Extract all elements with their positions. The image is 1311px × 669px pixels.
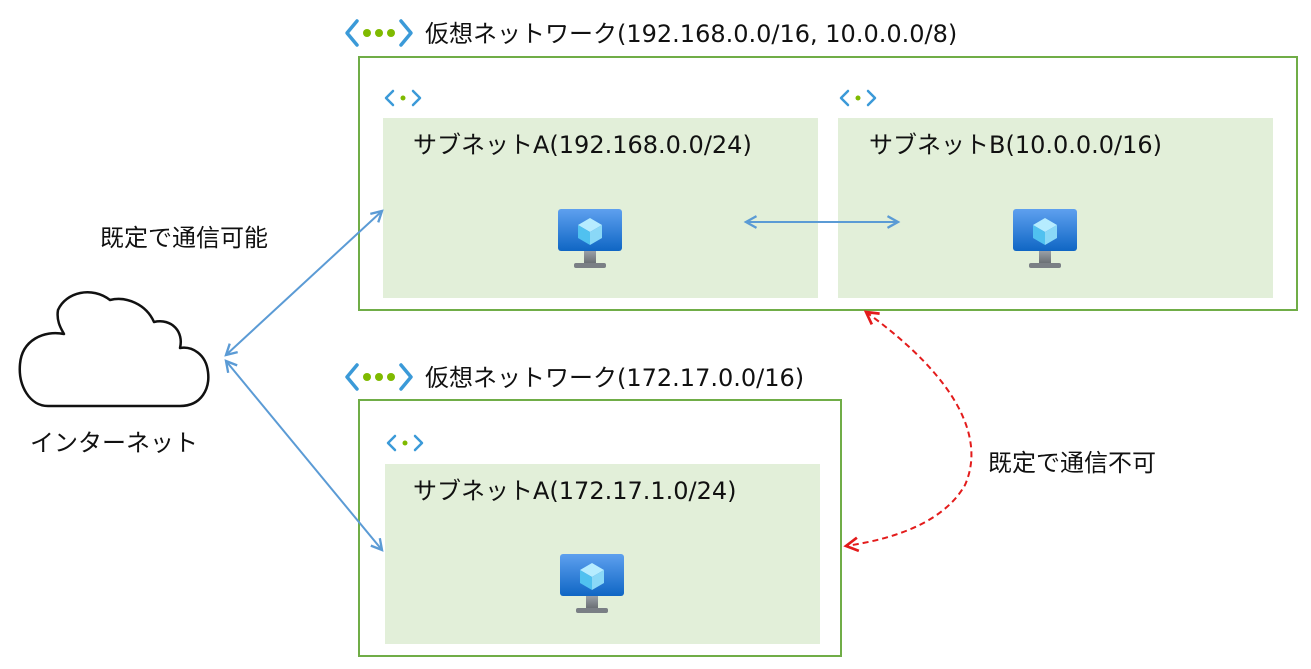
vnet-2-title: 仮想ネットワーク(172.17.0.0/16) <box>425 364 805 392</box>
subnet-a2-icon <box>386 434 424 452</box>
connector-denied-vnet1-vnet2 <box>846 312 973 546</box>
subnet-b-icon <box>839 89 877 107</box>
vm-icon-subnet-a2 <box>560 554 624 613</box>
subnet-b-title: サブネットB(10.0.0.0/16) <box>869 131 1163 159</box>
subnet-a-icon <box>384 89 422 107</box>
vm-icon-subnet-a <box>558 209 622 268</box>
cloud-icon <box>18 291 210 408</box>
connector-internet-vnet2 <box>226 361 382 550</box>
subnet-a2-title: サブネットA(172.17.1.0/24) <box>413 477 737 505</box>
vnet-1-icon <box>345 19 413 47</box>
denied-annotation: 既定で通信不可 <box>988 449 1156 477</box>
vnet-2-icon <box>345 363 413 391</box>
vm-icon-subnet-b <box>1013 209 1077 268</box>
connector-internet-vnet1 <box>226 211 382 355</box>
vnet-1-title: 仮想ネットワーク(192.168.0.0/16, 10.0.0.0/8) <box>425 20 958 48</box>
internet-label: インターネット <box>30 429 198 457</box>
subnet-a-title: サブネットA(192.168.0.0/24) <box>413 131 752 159</box>
